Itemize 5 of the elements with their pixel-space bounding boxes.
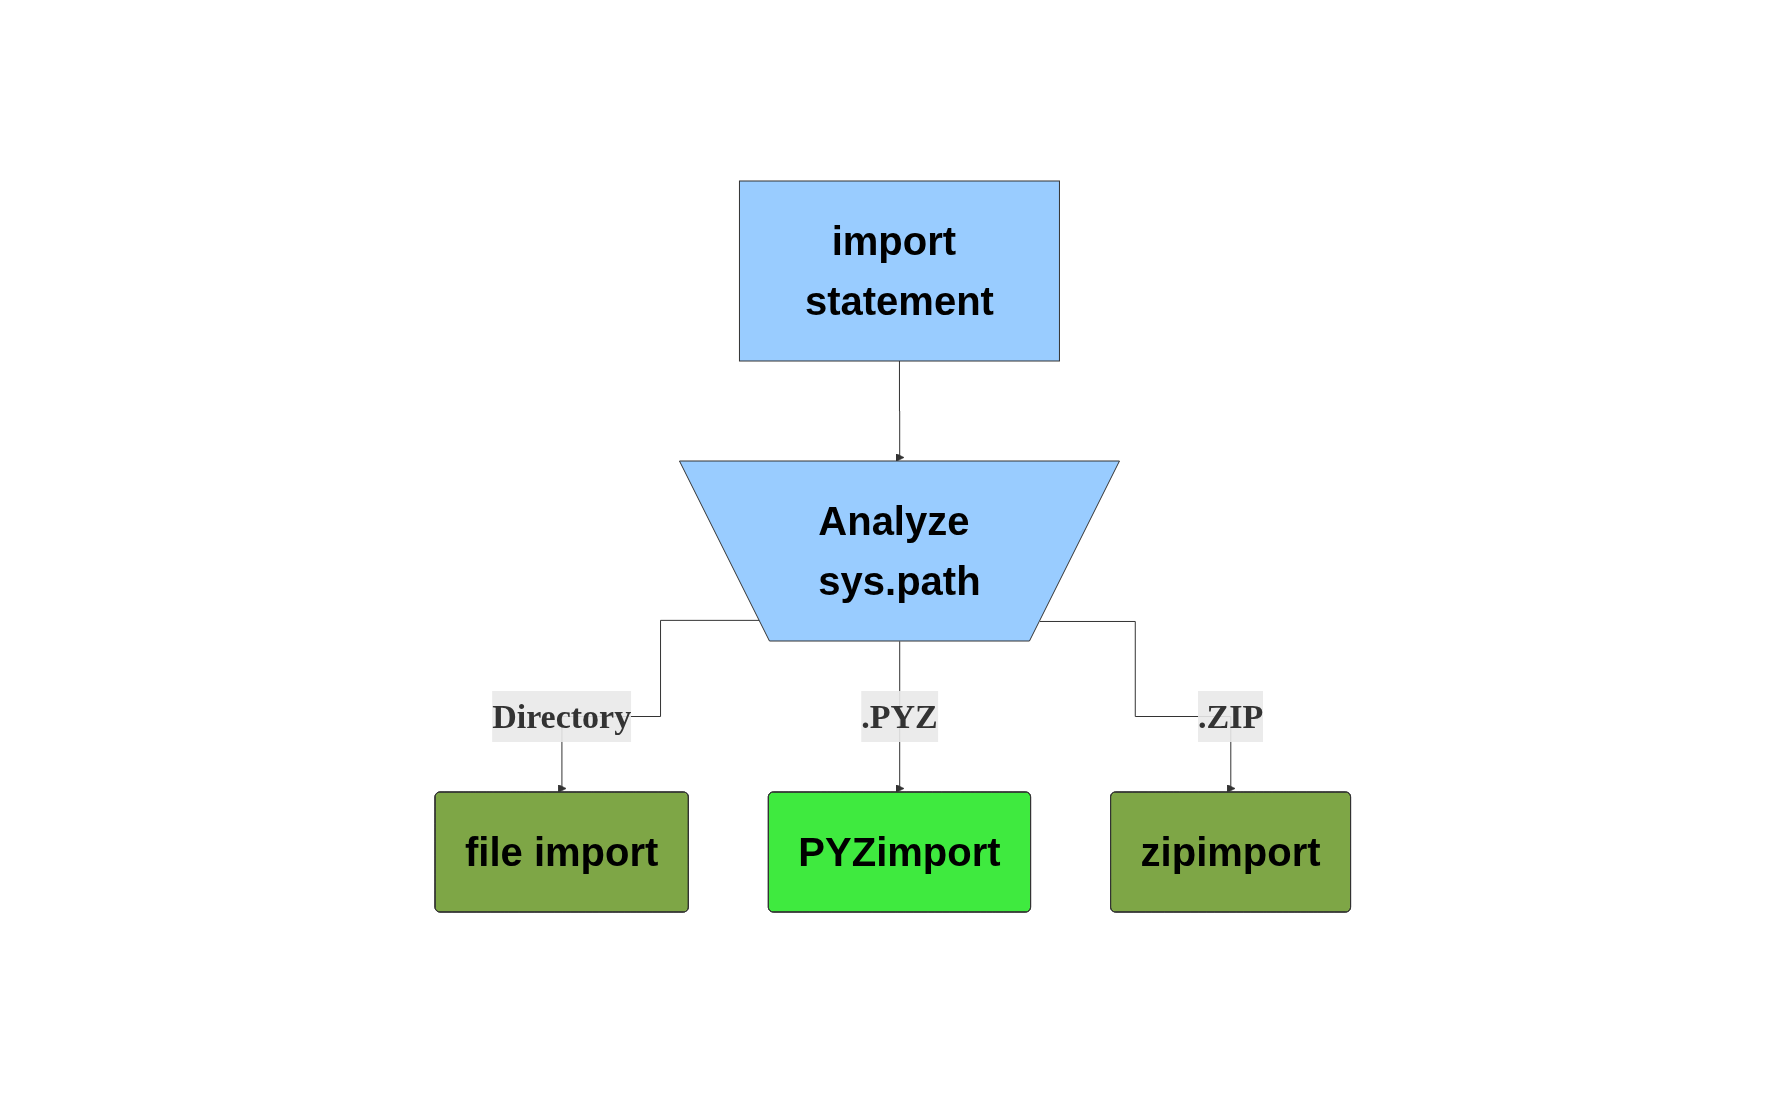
edge-label: .PYZ — [861, 698, 938, 735]
node-box: import statement — [739, 180, 1061, 362]
edge-label: Directory — [492, 698, 632, 735]
edge-label: .ZIP — [1198, 698, 1264, 735]
arrow — [895, 360, 905, 462]
